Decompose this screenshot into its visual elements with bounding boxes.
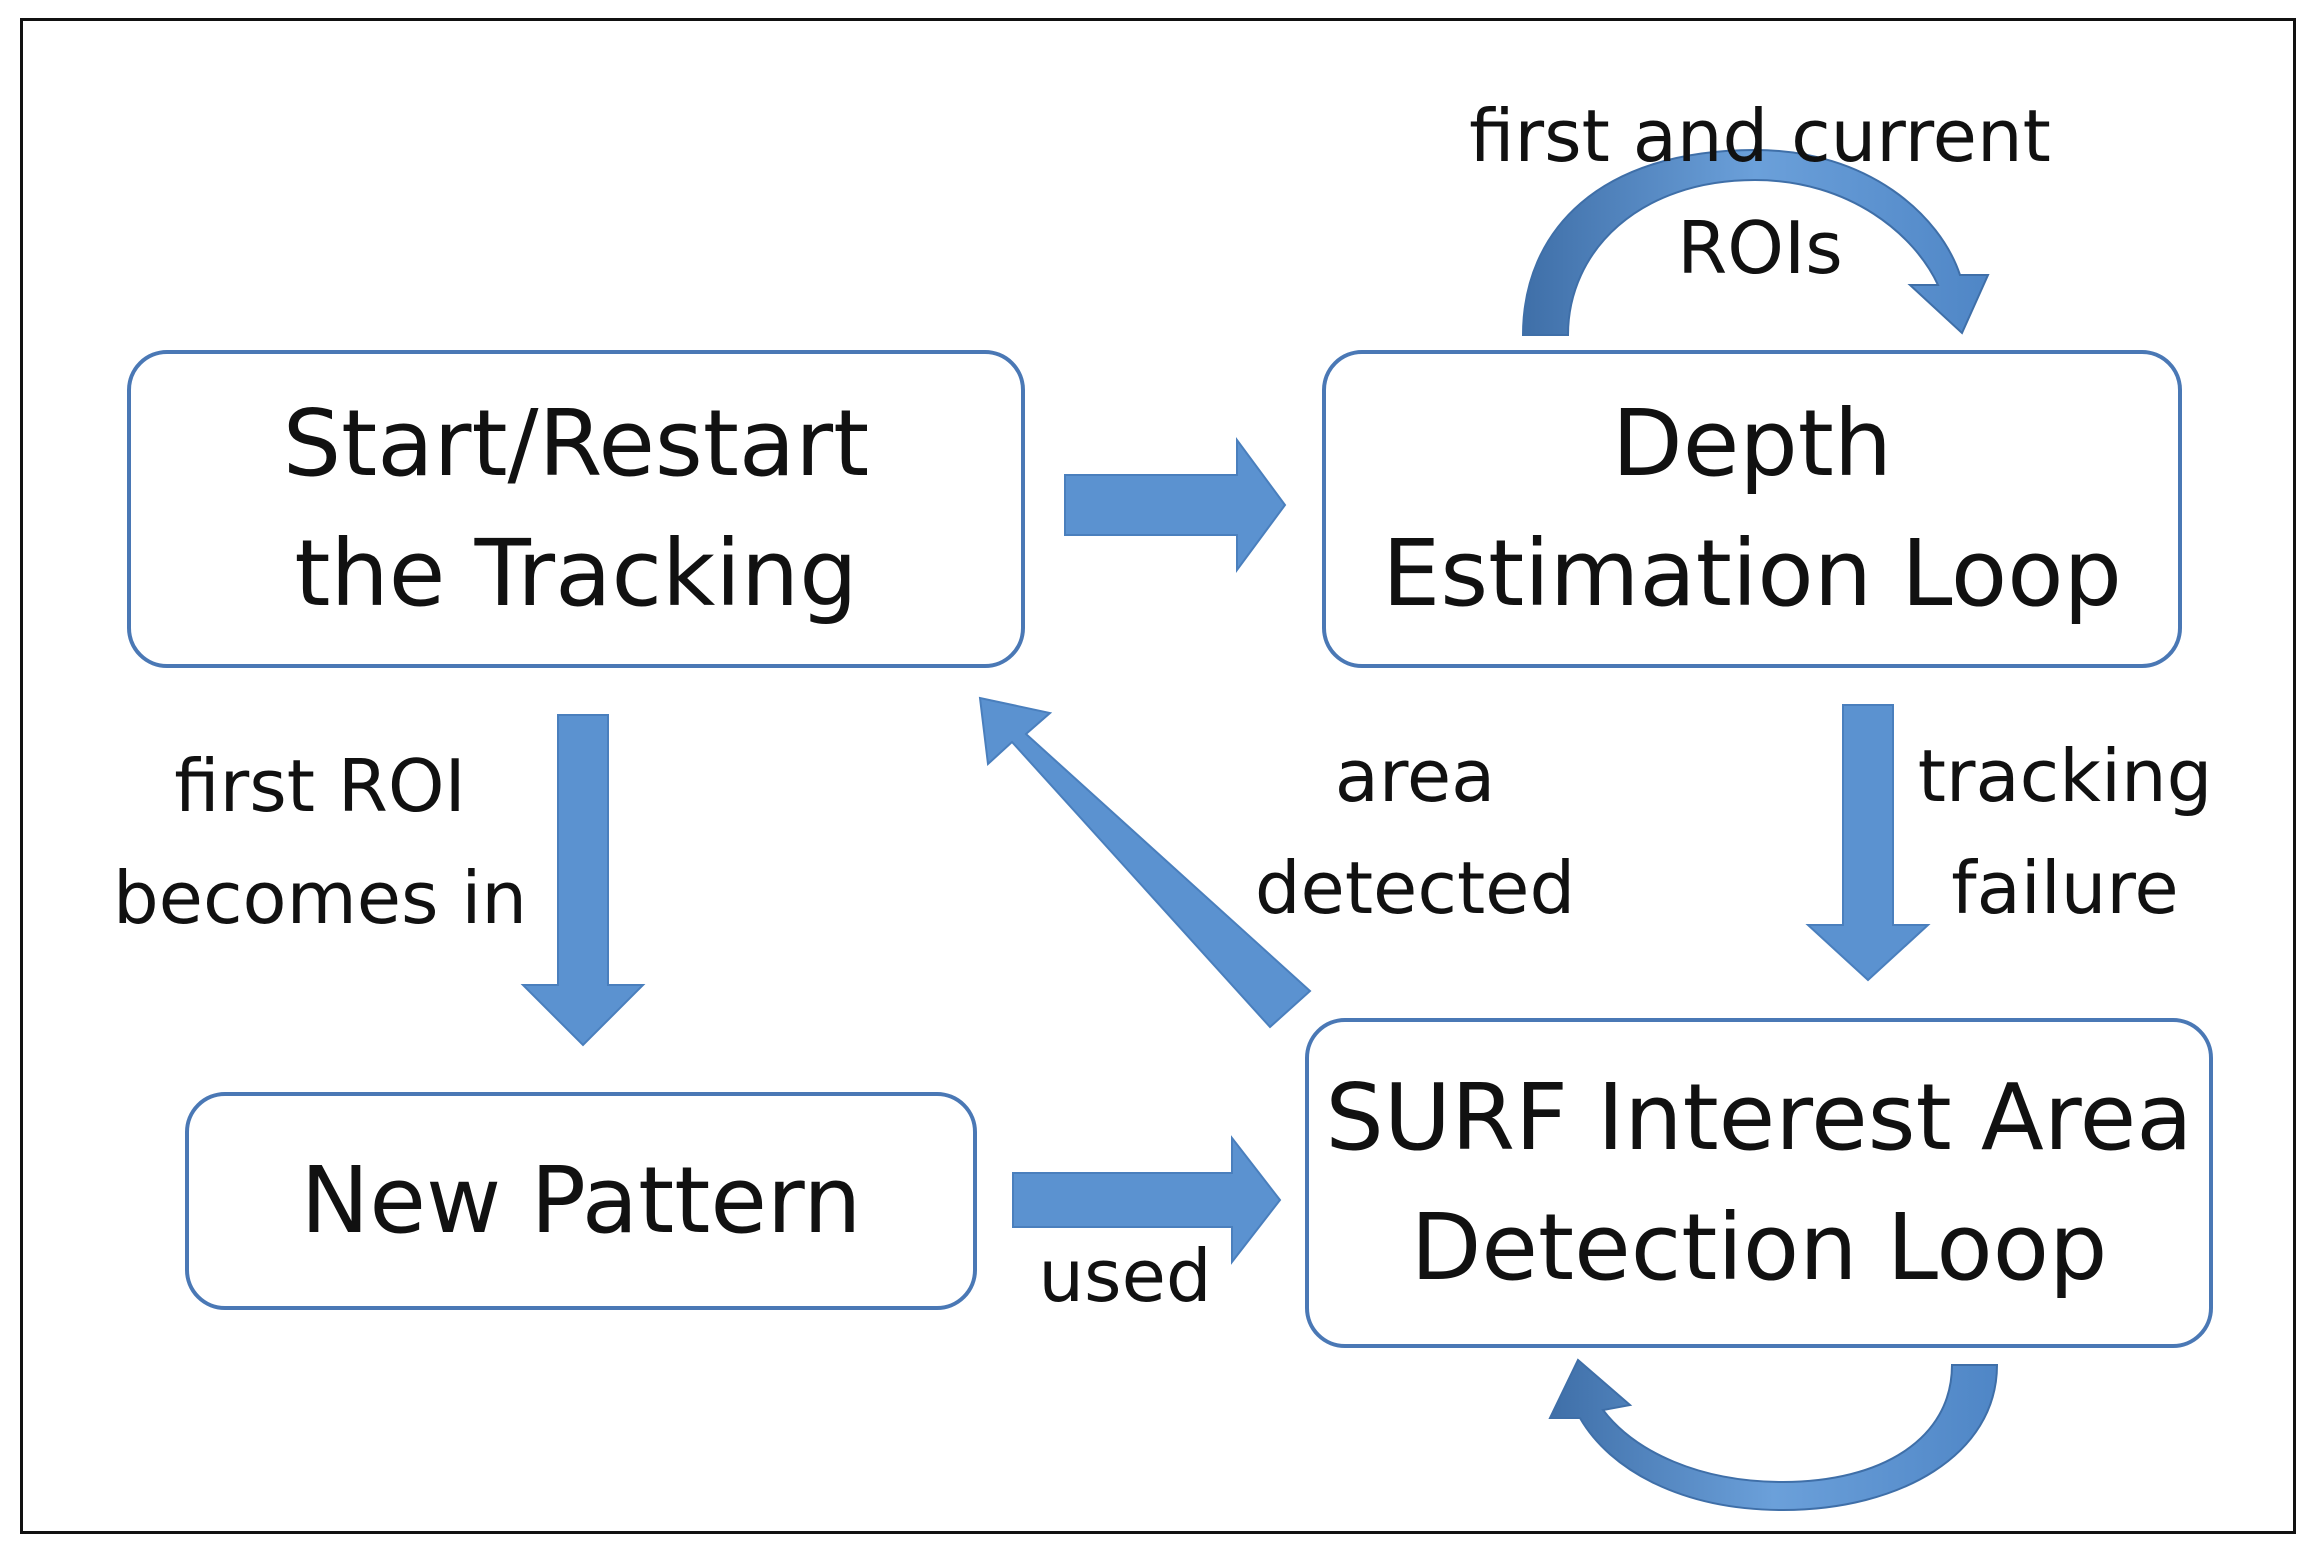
arrow-surf-to-start (978, 696, 1312, 1029)
diagram-frame (20, 18, 2296, 1534)
loop-arrow-surf (1548, 1358, 1999, 1512)
arrow-start-to-pattern (520, 714, 646, 1047)
label-tracking-failure: tracking failure (1917, 734, 2213, 930)
loop-arrow-depth (1521, 148, 1990, 336)
label-first-roi-becomes-in: first ROI becomes in (112, 744, 528, 940)
arrow-pattern-to-surf (1012, 1135, 1282, 1265)
node-start-restart-tracking-label: Start/Restart the Tracking (282, 390, 870, 627)
arrow-start-to-depth (1064, 436, 1287, 574)
label-used: used (1038, 1234, 1212, 1318)
node-depth-estimation-loop: Depth Estimation Loop (1322, 350, 2182, 668)
label-area-detected: area detected (1254, 734, 1576, 930)
node-new-pattern: New Pattern (185, 1092, 977, 1310)
node-start-restart-tracking: Start/Restart the Tracking (127, 350, 1025, 668)
node-surf-detection-loop-label: SURF Interest Area Detection Loop (1325, 1064, 2193, 1301)
node-surf-detection-loop: SURF Interest Area Detection Loop (1305, 1018, 2213, 1348)
node-depth-estimation-loop-label: Depth Estimation Loop (1382, 390, 2122, 627)
arrow-depth-to-surf (1805, 704, 1931, 982)
label-first-current-rois: first and current ROIs (1469, 94, 2051, 290)
node-new-pattern-label: New Pattern (300, 1147, 862, 1254)
